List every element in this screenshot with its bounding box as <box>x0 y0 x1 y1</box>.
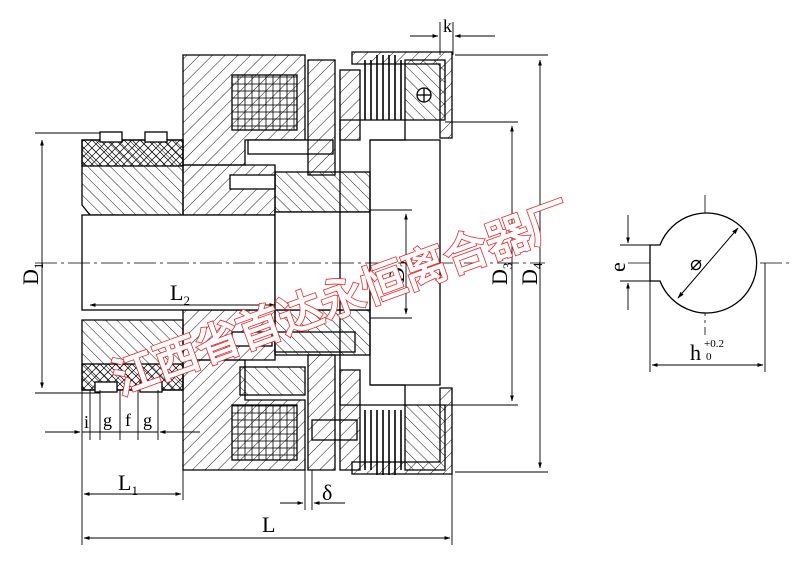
label-D3-main: D <box>487 269 512 285</box>
label-D4: D4 <box>517 262 545 285</box>
label-L2: L2 <box>170 280 190 308</box>
label-delta: δ <box>322 480 332 505</box>
main-body-section <box>81 51 453 475</box>
label-D2-main: D <box>384 267 409 283</box>
label-L1-main: L <box>118 470 131 495</box>
label-f: f <box>125 410 131 430</box>
label-L: L <box>262 512 275 537</box>
dia-symbol: ⌀ <box>690 253 702 275</box>
label-L1: L1 <box>118 470 138 498</box>
label-D3-sub: 3 <box>500 263 515 270</box>
label-D3: D3 <box>487 263 515 285</box>
label-h: h <box>690 340 701 365</box>
label-k: k <box>443 16 452 36</box>
dimension-lines <box>35 22 548 545</box>
label-L1-sub: 1 <box>131 483 138 498</box>
label-D2-sub: 2 <box>397 261 412 268</box>
label-g2: g <box>143 410 152 430</box>
label-L2-sub: 2 <box>183 293 190 308</box>
label-e: e <box>605 262 630 272</box>
label-h-main: h <box>690 340 701 365</box>
dimension-labels: k D1 L2 D2 D3 D4 i g f g L1 δ L e h +0.2… <box>18 16 724 537</box>
label-i: i <box>84 412 89 432</box>
label-h-sub: 0 <box>706 351 712 363</box>
label-D4-sub: 4 <box>530 262 545 269</box>
label-D4-main: D <box>517 269 542 285</box>
label-D1-sub: 1 <box>31 263 46 270</box>
label-g1: g <box>103 410 112 430</box>
label-D1-main: D <box>18 269 43 285</box>
label-D1: D1 <box>18 263 46 285</box>
label-L2-main: L <box>170 280 183 305</box>
label-D2: D2 <box>384 261 412 283</box>
label-h-sup: +0.2 <box>704 338 724 350</box>
keyway-section: ⌀ <box>620 212 766 372</box>
